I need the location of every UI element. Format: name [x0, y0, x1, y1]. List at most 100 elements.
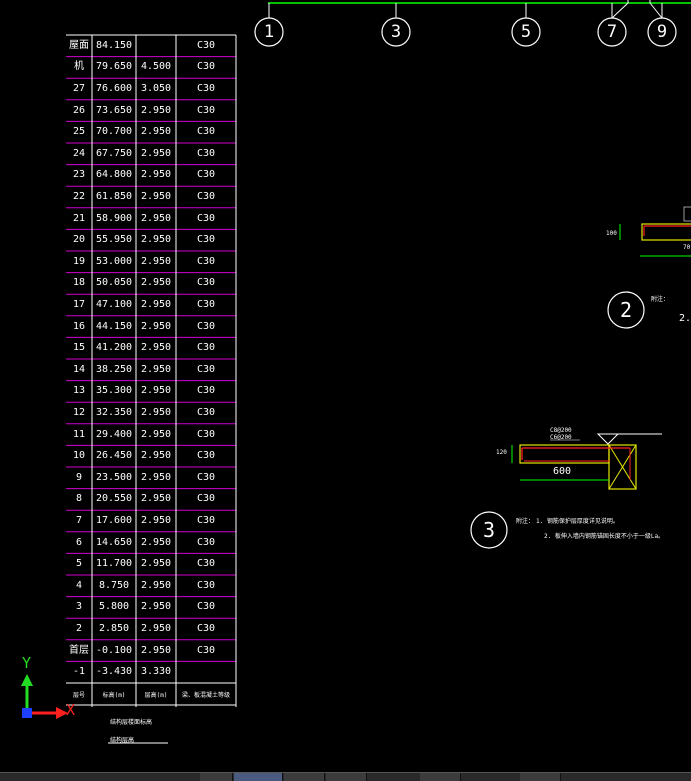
floor-height: 2.950	[140, 104, 172, 116]
concrete-grade: C30	[196, 277, 216, 289]
floor-number: 9	[75, 471, 83, 483]
floor-number: 25	[72, 126, 86, 138]
floor-elevation: 84.150	[95, 39, 133, 51]
floor-number: 2	[75, 623, 83, 634]
floor-elevation: -0.100	[95, 644, 133, 656]
floor-number: 3	[75, 601, 83, 613]
floor-height: 3.050	[140, 83, 172, 94]
detail3-rebar2-label: C6@200	[550, 434, 572, 441]
concrete-grade: C30	[196, 342, 216, 354]
floor-elevation: 73.650	[95, 104, 133, 116]
concrete-grade: C30	[196, 83, 216, 94]
floor-elevation: 17.600	[95, 515, 133, 526]
detail3-elevation-mark	[596, 433, 620, 445]
floor-elevation: 26.450	[95, 450, 133, 462]
concrete-grade: C30	[196, 39, 216, 51]
grid-bubble	[254, 17, 284, 47]
floor-height: 2.950	[140, 428, 172, 440]
floor-height: 2.950	[140, 147, 172, 159]
floor-height: 2.950	[140, 493, 172, 505]
floor-elevation: 29.400	[95, 428, 133, 440]
floor-elevation: 67.750	[95, 147, 133, 159]
status-bar	[0, 772, 691, 781]
layout-tab[interactable]	[284, 773, 325, 781]
floor-elevation: 47.100	[95, 299, 133, 310]
grid-bubble-leader	[611, 0, 629, 19]
ucs-y-arrow	[21, 674, 33, 686]
grid-bubble-label: 3	[390, 22, 402, 42]
floor-number: -1	[72, 666, 86, 678]
layout-tab[interactable]	[234, 773, 283, 781]
grid-bubble-label: 9	[656, 22, 668, 42]
floor-number: 机	[74, 61, 84, 73]
detail3-dim-width: 600	[553, 466, 572, 477]
floor-number: 15	[72, 342, 86, 354]
floor-number: 7	[75, 515, 83, 526]
floor-number: 首层	[69, 644, 89, 656]
floor-number: 20	[72, 234, 86, 246]
floor-elevation: 2.850	[98, 623, 130, 634]
floor-elevation: 5.800	[98, 601, 130, 613]
floor-elevation: 23.500	[95, 471, 133, 483]
floor-elevation: 55.950	[95, 234, 133, 246]
floor-height: 2.950	[140, 169, 172, 181]
concrete-grade: C30	[196, 299, 216, 310]
floor-elevation: 20.550	[95, 493, 133, 505]
floor-height: 2.950	[140, 407, 172, 418]
concrete-grade: C30	[196, 450, 216, 462]
concrete-grade: C30	[196, 558, 216, 570]
grid-bubble-leader	[649, 0, 663, 19]
floor-number: 19	[72, 255, 86, 267]
floor-height: 2.950	[140, 515, 172, 526]
floor-height: 2.950	[140, 277, 172, 289]
ucs-y-label: Y	[22, 654, 32, 672]
grid-bubble-label: 5	[520, 22, 532, 42]
concrete-grade: C30	[196, 363, 216, 375]
floor-elevation: 50.050	[95, 277, 133, 289]
floor-number: 17	[72, 299, 86, 310]
detail3-bubble	[470, 511, 508, 549]
floor-height: 2.950	[140, 234, 172, 246]
floor-elevation: 70.700	[95, 126, 133, 138]
layout-tab[interactable]	[326, 773, 367, 781]
table-header-height: 层高(m)	[144, 692, 168, 699]
floor-height: 2.950	[140, 191, 172, 202]
layout-tab[interactable]	[200, 773, 233, 781]
floor-number: 18	[72, 277, 86, 289]
floor-height: 4.500	[140, 61, 172, 73]
detail2-note-line2: 2.	[679, 313, 691, 324]
concrete-grade: C30	[196, 579, 216, 591]
concrete-grade: C30	[196, 212, 216, 224]
floor-elevation: 53.000	[95, 255, 133, 267]
floor-height: 2.950	[140, 623, 172, 634]
layout-tab[interactable]	[520, 773, 561, 781]
concrete-grade: C30	[196, 515, 216, 526]
ucs-x-arrow	[56, 707, 68, 719]
floor-number: 14	[72, 363, 86, 375]
grid-bubble	[381, 17, 411, 47]
floor-height: 2.950	[140, 320, 172, 332]
floor-elevation: 44.150	[95, 320, 133, 332]
grid-bubble-label: 1	[263, 22, 275, 42]
concrete-grade: C30	[196, 536, 216, 548]
floor-height: 2.950	[140, 212, 172, 224]
concrete-grade: C30	[196, 104, 216, 116]
table-header-grade: 梁、板混凝土等级	[181, 692, 230, 699]
floor-number: 6	[75, 536, 83, 548]
floor-elevation: 64.800	[95, 169, 133, 181]
concrete-grade: C30	[196, 61, 216, 73]
floor-elevation: 8.750	[98, 579, 130, 591]
floor-number: 13	[72, 385, 86, 397]
floor-height: 2.950	[140, 126, 172, 138]
concrete-grade: C30	[196, 169, 216, 181]
concrete-grade: C30	[196, 623, 216, 634]
floor-number: 11	[72, 428, 86, 440]
concrete-grade: C30	[196, 493, 216, 505]
layout-tab[interactable]	[420, 773, 461, 781]
concrete-grade: C30	[196, 407, 216, 418]
table-header-elevation: 标高(m)	[102, 692, 126, 699]
table-header-floor: 层号	[72, 692, 85, 699]
floor-number: 27	[72, 83, 86, 94]
floor-elevation: 35.300	[95, 385, 133, 397]
